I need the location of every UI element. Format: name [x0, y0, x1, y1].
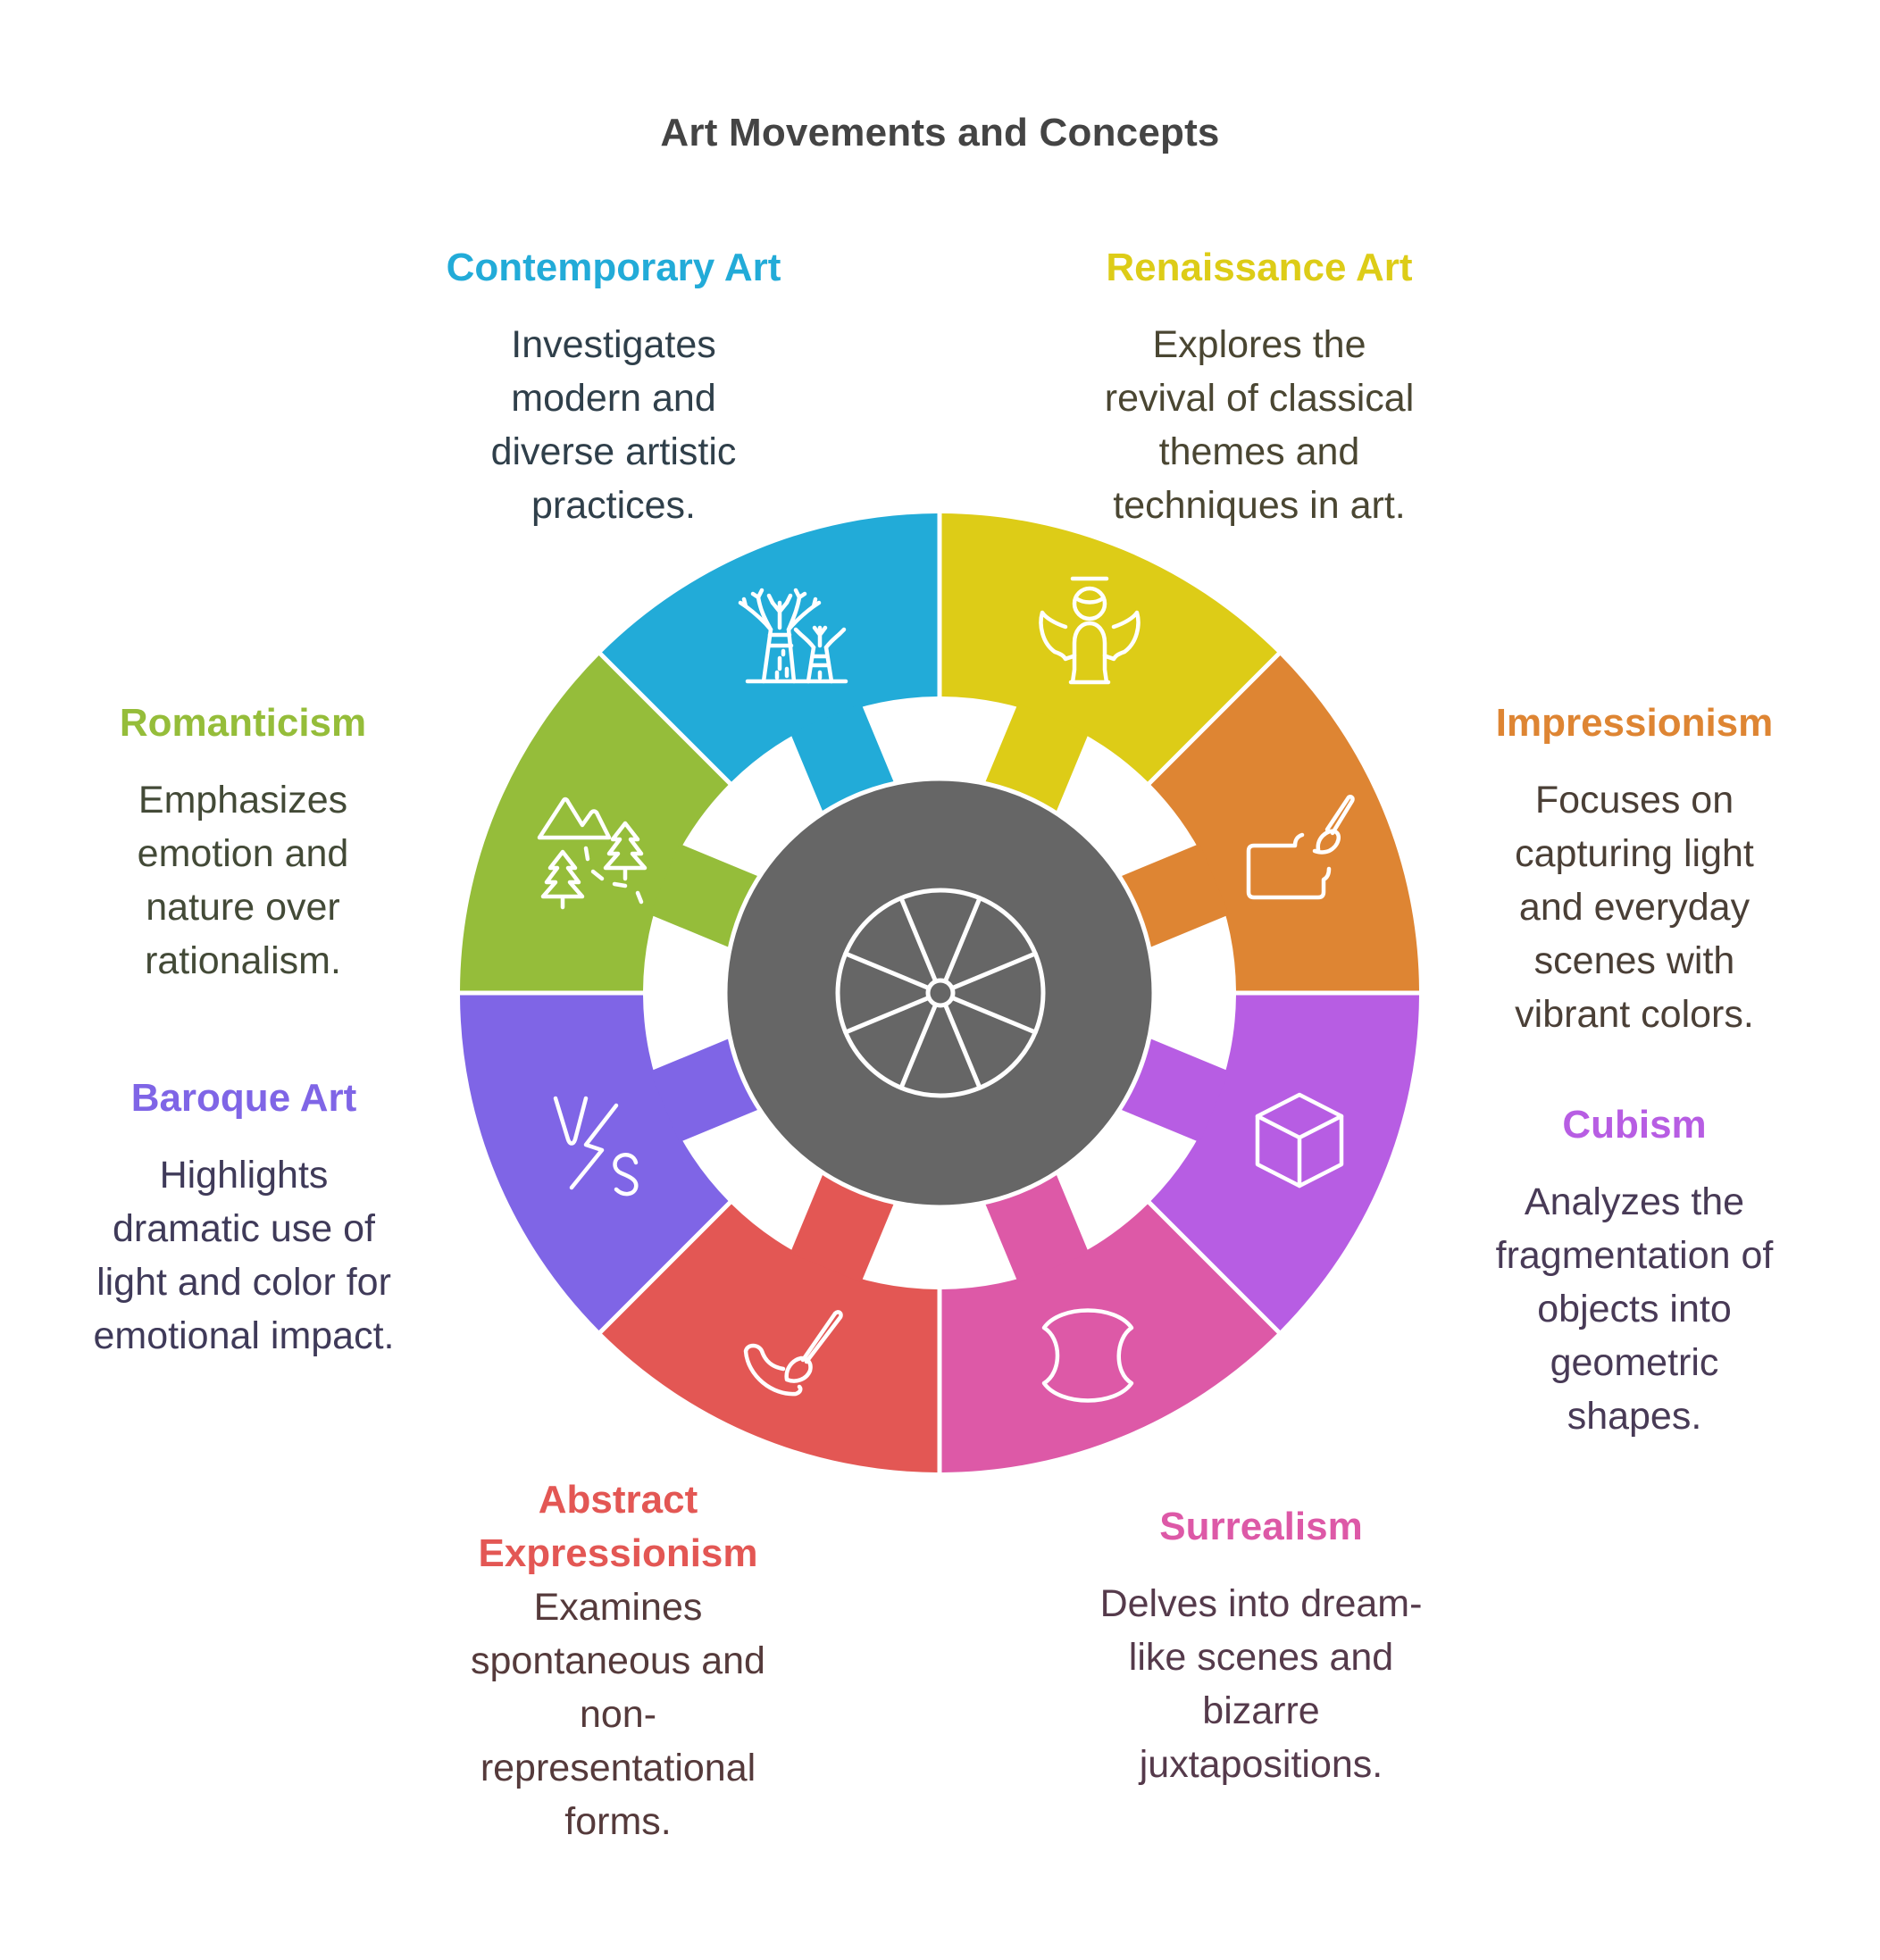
- apple-core-icon: [1030, 1297, 1146, 1414]
- supertree-icon: [737, 576, 853, 692]
- label-abstract-expressionism: Abstract Expressionism Examines spontane…: [395, 1473, 841, 1848]
- description-romanticism: Emphasizes emotion and nature over ratio…: [137, 779, 349, 982]
- description-renaissance: Explores the revival of classical themes…: [1104, 323, 1415, 527]
- heading-renaissance: Renaissance Art: [1106, 246, 1413, 289]
- segment-surrealism: [941, 1204, 1277, 1472]
- label-baroque: Baroque Art Highlights dramatic use of l…: [21, 1072, 467, 1363]
- diagram-title: Art Movements and Concepts: [660, 111, 1220, 154]
- label-contemporary: Contemporary Art Investigates modern and…: [390, 241, 837, 532]
- paintbrush-canvas-icon: [1243, 788, 1359, 905]
- heading-romanticism: Romanticism: [119, 701, 367, 745]
- description-baroque: Highlights dramatic use of light and col…: [93, 1154, 395, 1357]
- segment-romanticism: [460, 655, 729, 991]
- description-cubism: Analyzes the fragmentation of objects in…: [1495, 1180, 1774, 1438]
- segment-abstract-expressionism: [602, 1204, 938, 1472]
- description-impressionism: Focuses on capturing light and everyday …: [1515, 779, 1754, 1036]
- paintbrush-stroke-icon: [737, 1297, 853, 1414]
- label-impressionism: Impressionism Focuses on capturing light…: [1411, 696, 1858, 1041]
- heading-surrealism: Surrealism: [1159, 1505, 1363, 1548]
- cube-icon: [1241, 1082, 1358, 1198]
- versus-icon: [534, 1082, 650, 1198]
- description-contemporary: Investigates modern and diverse artistic…: [490, 323, 737, 527]
- description-surrealism: Delves into dream- like scenes and bizar…: [1099, 1582, 1423, 1786]
- description-abstract-expressionism: Examines spontaneous and non- representa…: [471, 1586, 765, 1843]
- label-romanticism: Romanticism Emphasizes emotion and natur…: [20, 696, 466, 988]
- segment-cubism: [1150, 995, 1419, 1330]
- heading-abstract-expressionism: Abstract Expressionism: [478, 1478, 758, 1575]
- heading-cubism: Cubism: [1562, 1103, 1707, 1147]
- heading-baroque: Baroque Art: [130, 1076, 357, 1120]
- heading-contemporary: Contemporary Art: [446, 246, 781, 289]
- mountains-trees-icon: [532, 788, 648, 910]
- center-hub: [723, 776, 1157, 1210]
- segment-impressionism: [1150, 655, 1419, 991]
- label-cubism: Cubism Analyzes the fragmentation of obj…: [1411, 1098, 1858, 1443]
- heading-impressionism: Impressionism: [1495, 701, 1774, 745]
- ship-wheel-icon: [835, 888, 1046, 1098]
- angel-icon: [1032, 571, 1148, 688]
- label-renaissance: Renaissance Art Explores the revival of …: [1036, 241, 1483, 532]
- segment-renaissance: [941, 513, 1277, 782]
- label-surrealism: Surrealism Delves into dream- like scene…: [1038, 1500, 1484, 1791]
